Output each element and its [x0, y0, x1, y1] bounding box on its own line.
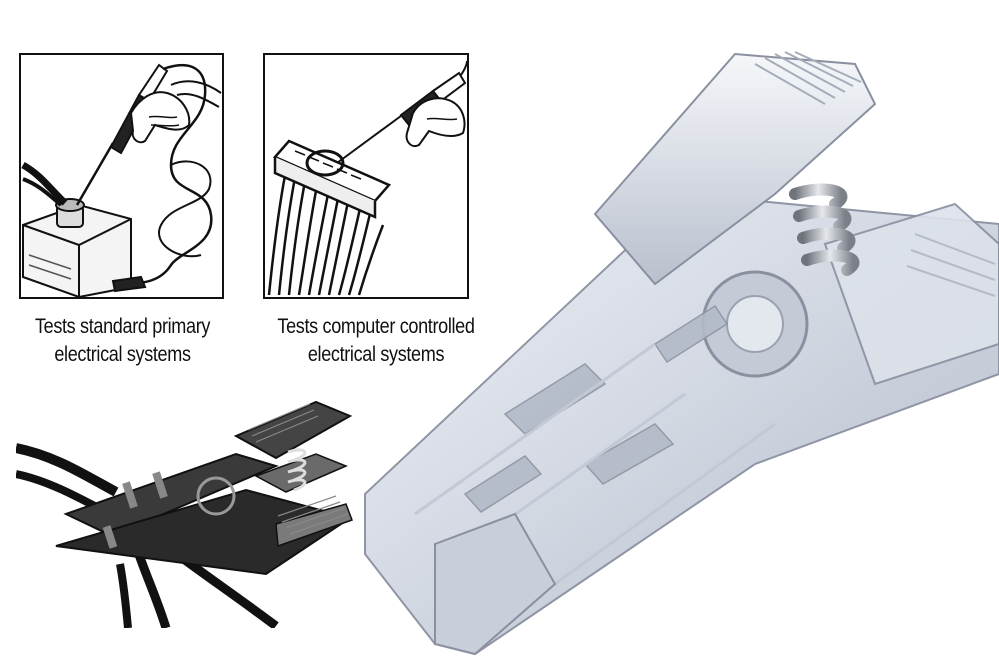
caption-line: Tests standard primary	[34, 315, 211, 338]
caption-line: Tests computer controlled	[277, 315, 475, 338]
caption-computer-systems: Tests computer controlled electrical sys…	[244, 313, 507, 369]
harness-test-drawing	[267, 60, 467, 296]
clip-photo-bw	[16, 400, 353, 628]
illustration-primary-systems	[19, 53, 224, 299]
illustration-computer-systems	[263, 53, 469, 299]
battery-test-drawing	[21, 63, 222, 297]
clip-render-clear-plastic	[364, 51, 999, 656]
caption-primary-systems: Tests standard primary electrical system…	[7, 313, 238, 369]
caption-line: electrical systems	[307, 343, 445, 366]
caption-line: electrical systems	[54, 343, 191, 366]
